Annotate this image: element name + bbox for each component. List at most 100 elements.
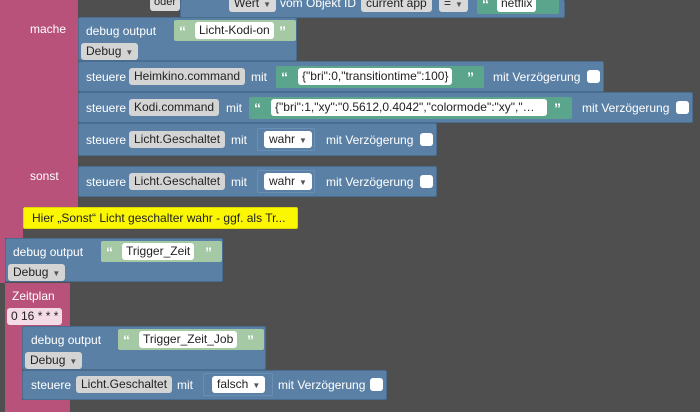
chevron-down-icon: ▼	[299, 178, 307, 187]
delay-label: mit Verzögerung	[326, 133, 414, 147]
steuere-block-3[interactable]: steuere Licht.Geschaltet mit wahr▼ mit V…	[78, 123, 437, 156]
delay-checkbox[interactable]	[676, 101, 689, 114]
bool-block[interactable]: wahr▼	[257, 128, 315, 151]
chevron-down-icon: ▼	[299, 136, 307, 145]
string-block[interactable]: “ Trigger_Zeit_Job ”	[118, 329, 264, 350]
zeitplan-frame	[5, 327, 22, 404]
steuere-label: steuere	[86, 70, 127, 84]
string-block[interactable]: “ Licht-Kodi-on ”	[174, 20, 296, 41]
json-text-field[interactable]: {"bri":1,"xy":"0.5612,0.4042","colormode…	[271, 99, 547, 116]
quote-close-icon: ”	[205, 244, 212, 260]
bool-dropdown[interactable]: falsch▼	[212, 376, 266, 393]
delay-label: mit Verzögerung	[278, 378, 366, 392]
json-string-block[interactable]: “ {"bri":0,"transitiontime":100} ”	[276, 66, 484, 88]
operator-dropdown[interactable]: =▼	[439, 0, 468, 12]
object-select[interactable]: Heimkino.command	[129, 68, 246, 85]
event-block-top-bottom	[0, 238, 5, 283]
chevron-down-icon: ▼	[125, 48, 134, 57]
comment-block[interactable]: Hier „Sonst“ Licht geschalter wahr - ggf…	[23, 207, 298, 229]
json-value: {"bri":1,"xy":"0.5612,0.4042","colormode…	[275, 100, 535, 114]
wert-dropdown[interactable]: Wert▼	[229, 0, 277, 12]
oder-value: oder	[154, 0, 177, 8]
mit-label: mit	[251, 70, 267, 84]
bool-block[interactable]: falsch▼	[203, 373, 273, 396]
string-block[interactable]: “ Trigger_Zeit ”	[101, 241, 222, 262]
bool-value: wahr	[269, 132, 296, 146]
debug-output-block-3[interactable]: debug output “ Trigger_Zeit_Job ” Debug▼	[22, 326, 266, 370]
object-select[interactable]: Licht.Geschaltet	[76, 376, 173, 393]
bool-dropdown[interactable]: wahr▼	[264, 131, 312, 148]
chevron-down-icon: ▼	[455, 0, 463, 9]
quote-open-icon: “	[254, 100, 261, 116]
object-select[interactable]: Licht.Geschaltet	[129, 131, 226, 148]
chevron-down-icon: ▼	[252, 381, 261, 390]
debug-output-block-2[interactable]: debug output “ Trigger_Zeit ” Debug▼	[5, 238, 223, 282]
json-value: {"bri":0,"transitiontime":100}	[302, 69, 449, 83]
object-value: Licht.Geschaltet	[134, 174, 221, 188]
object-id-value: current app	[366, 0, 427, 10]
debug-text-field[interactable]: Trigger_Zeit_Job	[139, 331, 238, 348]
bool-value: falsch	[217, 377, 249, 391]
quote-open-icon: “	[179, 23, 186, 39]
delay-checkbox[interactable]	[370, 378, 383, 391]
delay-checkbox[interactable]	[420, 133, 433, 146]
event-block-top[interactable]	[0, 0, 23, 238]
if-block-frame[interactable]	[23, 0, 78, 207]
object-value: Heimkino.command	[134, 69, 241, 83]
bool-block[interactable]: wahr▼	[257, 170, 315, 193]
steuere-block-2[interactable]: steuere Kodi.command mit “ {"bri":1,"xy"…	[78, 92, 693, 123]
delay-checkbox[interactable]	[587, 70, 600, 83]
steuere-label: steuere	[86, 175, 127, 189]
vom-objekt-label: vom Objekt ID	[280, 0, 357, 10]
object-select[interactable]: Kodi.command	[129, 99, 220, 116]
quote-close-icon: ”	[279, 23, 286, 39]
bool-dropdown[interactable]: wahr▼	[264, 173, 312, 190]
chevron-down-icon: ▼	[69, 357, 78, 366]
json-text-field[interactable]: {"bri":0,"transitiontime":100}	[298, 68, 453, 85]
steuere-block-5[interactable]: steuere Licht.Geschaltet mit falsch▼ mit…	[22, 370, 387, 400]
debug-output-label: debug output	[31, 333, 102, 347]
oder-dropdown[interactable]: oder	[150, 0, 181, 11]
debug-level-dropdown[interactable]: Debug▼	[25, 352, 83, 369]
json-string-block[interactable]: “ {"bri":1,"xy":"0.5612,0.4042","colormo…	[249, 97, 572, 119]
cron-field[interactable]: 0 16 * * *	[7, 308, 63, 325]
comment-text: Hier „Sonst“ Licht geschalter wahr - ggf…	[32, 211, 286, 225]
condition-block[interactable]: Wert▼ vom Objekt ID current app =▼ “ net…	[180, 0, 565, 18]
netflix-text[interactable]: netflix	[497, 0, 537, 12]
steuere-label: steuere	[86, 101, 127, 115]
delay-checkbox[interactable]	[420, 175, 433, 188]
object-value: Licht.Geschaltet	[81, 377, 168, 391]
debug-text-field[interactable]: Licht-Kodi-on	[195, 22, 274, 39]
string-block-netflix[interactable]: “ netflix	[477, 0, 559, 14]
if-block-bottom	[23, 197, 78, 207]
object-value: Kodi.command	[134, 100, 215, 114]
zeitplan-block[interactable]: Zeitplan 0 16 * * *	[5, 283, 70, 327]
debug-text-value: Trigger_Zeit_Job	[143, 332, 234, 346]
steuere-label: steuere	[31, 378, 72, 392]
netflix-value: netflix	[501, 0, 533, 10]
object-select[interactable]: Licht.Geschaltet	[129, 173, 226, 190]
debug-level-value: Debug	[30, 353, 66, 367]
debug-output-label: debug output	[13, 245, 84, 259]
steuere-label: steuere	[86, 133, 127, 147]
object-id-field[interactable]: current app	[361, 0, 432, 12]
quote-open-icon: “	[482, 0, 489, 12]
debug-level-dropdown[interactable]: Debug▼	[8, 264, 66, 281]
mit-label: mit	[231, 175, 247, 189]
cron-value: 0 16 * * *	[11, 309, 59, 323]
debug-level-value: Debug	[86, 44, 122, 58]
debug-level-dropdown[interactable]: Debug▼	[81, 43, 139, 60]
chevron-down-icon: ▼	[52, 269, 61, 278]
debug-text-field[interactable]: Trigger_Zeit	[122, 243, 195, 260]
mit-label: mit	[226, 101, 242, 115]
steuere-block-4[interactable]: steuere Licht.Geschaltet mit wahr▼ mit V…	[78, 166, 437, 197]
wert-label: Wert	[234, 0, 260, 10]
quote-open-icon: “	[281, 69, 288, 85]
debug-output-block-1[interactable]: debug output “ Licht-Kodi-on ” Debug▼	[78, 17, 297, 61]
debug-level-value: Debug	[13, 265, 49, 279]
steuere-block-1[interactable]: steuere Heimkino.command mit “ {"bri":0,…	[78, 61, 604, 92]
delay-label: mit Verzögerung	[493, 70, 581, 84]
quote-close-icon: ”	[247, 332, 254, 348]
quote-close-icon: ”	[554, 100, 561, 116]
debug-output-label: debug output	[86, 24, 157, 38]
